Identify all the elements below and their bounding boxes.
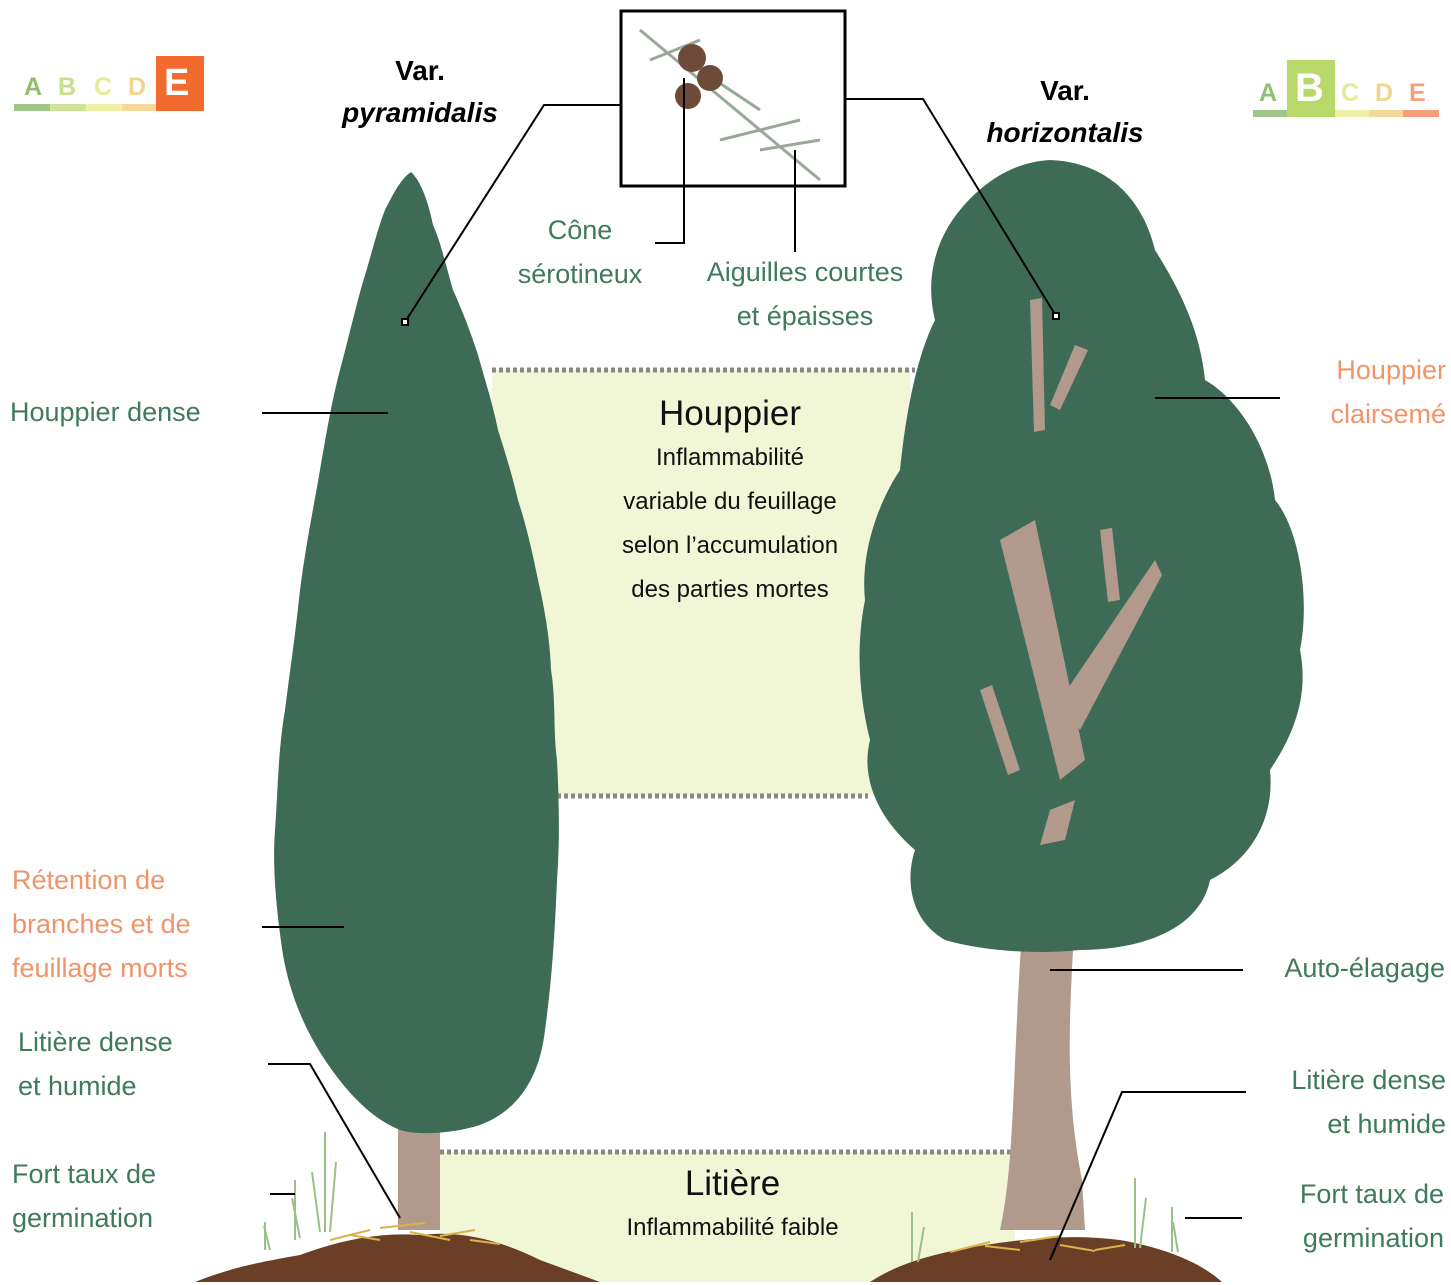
leader-litter-right [1049, 1091, 1246, 1261]
litter-zone-content: Litière Inflammabilité faible [560, 1162, 905, 1250]
cone-1 [678, 44, 706, 72]
crown-zone-line4: des parties mortes [631, 576, 829, 603]
seedlings-left [263, 1132, 337, 1251]
scale-left-e-highlight: E [164, 62, 190, 104]
scale-left-a: A [24, 73, 43, 101]
leader-litter-left [268, 1063, 401, 1219]
label-germination-right: Fort taux de germination [1250, 1172, 1444, 1260]
variety-right-title: Var. horizontalis [970, 70, 1160, 154]
crown-zone-line3: selon l’accumulation [621, 532, 839, 559]
variety-left-name: pyramidalis [342, 97, 498, 128]
litter-zone-title: Litière [684, 1164, 781, 1203]
label-crown-sparse-line1: Houppier [1336, 355, 1446, 385]
pyramidalis-tree [274, 172, 559, 1230]
horizontalis-branch-1 [1000, 520, 1085, 780]
needles-label-line2: et épaisses [736, 301, 874, 331]
needles-label-line1: Aiguilles courtes [706, 257, 904, 287]
scale-right-b-highlight: B [1295, 66, 1324, 110]
label-litter-left-line1: Litière dense [18, 1027, 173, 1057]
label-germination-left-line1: Fort taux de [12, 1159, 157, 1189]
label-crown-sparse: Houppier clairsemé [1280, 348, 1446, 436]
horizontalis-branch-5 [980, 685, 1020, 775]
leader-lines [262, 78, 1280, 1261]
label-litter-right-line1: Litière dense [1291, 1065, 1446, 1095]
cone-2 [697, 65, 723, 91]
variety-left-prefix: Var. [395, 55, 445, 86]
cone-3 [675, 83, 701, 109]
needles-label: Aiguilles courtes et épaisses [680, 250, 930, 338]
label-crown-dense: Houppier dense [10, 397, 201, 427]
crown-zone-content: Houppier Inflammabilité variable du feui… [545, 392, 915, 612]
cone-label: Cône sérotineux [495, 208, 665, 296]
label-germination-right-line2: germination [1302, 1223, 1444, 1253]
label-pruning: Auto-élagage [1284, 953, 1445, 983]
variety-left-title: Var. pyramidalis [330, 50, 510, 134]
cone-label-line1: Cône [547, 215, 613, 245]
crown-zone-box [492, 370, 910, 795]
scale-left-d: D [128, 73, 147, 101]
scale-right-c: C [1341, 79, 1360, 107]
crown-zone-title: Houppier [658, 394, 802, 433]
variety-right-name: horizontalis [986, 117, 1144, 148]
seedlings-right [911, 1178, 1179, 1263]
scale-right-a: A [1259, 79, 1278, 107]
scale-left-b: B [58, 73, 77, 101]
horizontalis-branch-3 [1030, 298, 1045, 432]
scale-right-d: D [1375, 79, 1394, 107]
leader-cone [655, 78, 685, 244]
label-retention-line2: branches et de [12, 909, 191, 939]
crown-zone-line2: variable du feuillage [623, 488, 837, 515]
label-retention-line3: feuillage morts [12, 953, 188, 983]
inset-frame [619, 9, 847, 188]
horizontalis-tree [859, 160, 1304, 1230]
label-litter-right-line2: et humide [1327, 1109, 1446, 1139]
label-germination-left-line2: germination [12, 1203, 154, 1233]
label-germination-left: Fort taux de germination [12, 1152, 156, 1240]
pyramidalis-trunk [398, 1120, 440, 1230]
leader-horizontalis [845, 98, 1057, 317]
crown-zone-line1: Inflammabilité [655, 444, 805, 471]
label-litter-left: Litière dense et humide [18, 1020, 173, 1108]
label-germination-right-line1: Fort taux de [1299, 1179, 1444, 1209]
cone-label-line2: sérotineux [517, 259, 643, 289]
litter-needles-right [949, 1235, 1126, 1253]
label-litter-left-line2: et humide [18, 1071, 137, 1101]
soil-left [195, 1233, 600, 1282]
soil-right [870, 1237, 1222, 1282]
leader-pyramidalis [404, 104, 621, 323]
horizontalis-crown [859, 160, 1304, 952]
horizontalis-branch-7 [1040, 800, 1075, 845]
label-litter-right: Litière dense et humide [1240, 1058, 1446, 1146]
scale-left-bars [14, 56, 204, 111]
litter-zone-text: Inflammabilité faible [626, 1214, 839, 1241]
horizontalis-branch-2 [1060, 560, 1162, 730]
litter-needles-left [329, 1222, 501, 1245]
label-crown-sparse-line2: clairsemé [1330, 399, 1446, 429]
pyramidalis-crown [274, 172, 559, 1134]
variety-right-prefix: Var. [1040, 75, 1090, 106]
scale-right-bars [1253, 60, 1439, 117]
label-retention-line1: Rétention de [12, 865, 166, 895]
horizontalis-branch-6 [1100, 528, 1120, 602]
inset-twig [639, 28, 821, 182]
horizontalis-trunk [1000, 930, 1085, 1230]
scale-left-c: C [94, 73, 113, 101]
ground [195, 1132, 1222, 1282]
label-retention: Rétention de branches et de feuillage mo… [12, 858, 191, 990]
scale-right-e: E [1409, 79, 1426, 107]
inset-cone-needles [619, 9, 847, 188]
horizontalis-branch-4 [1050, 345, 1088, 410]
